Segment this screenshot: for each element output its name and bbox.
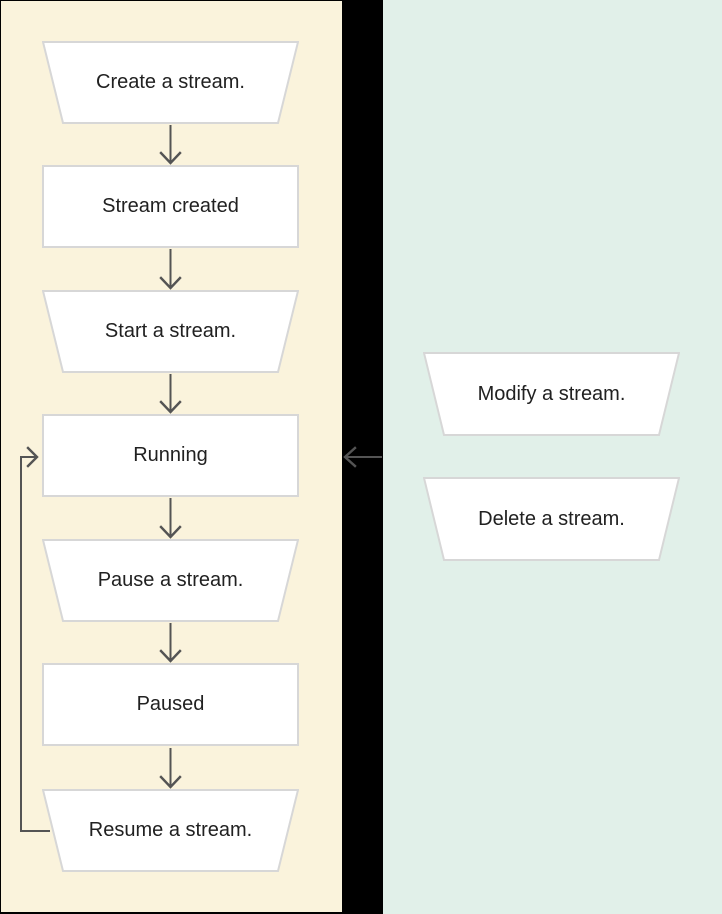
node-stream-created: Stream created bbox=[42, 165, 299, 248]
trapezoid-shape bbox=[423, 352, 680, 436]
node-label: Resume a stream. bbox=[88, 819, 253, 841]
node-delete-a-stream: Delete a stream. bbox=[423, 477, 680, 561]
node-running: Running bbox=[42, 414, 299, 497]
node-label: Create a stream. bbox=[96, 71, 245, 93]
arrow-left-to-running bbox=[343, 446, 382, 468]
node-label: Start a stream. bbox=[104, 320, 237, 342]
node-start-a-stream: Start a stream. bbox=[42, 290, 299, 373]
trapezoid-shape bbox=[42, 41, 299, 124]
node-label: Paused bbox=[136, 693, 205, 715]
management-panel bbox=[383, 0, 722, 914]
node-label: Modify a stream. bbox=[477, 382, 626, 405]
node-modify-a-stream: Modify a stream. bbox=[423, 352, 680, 436]
trapezoid-shape bbox=[42, 539, 299, 622]
node-paused: Paused bbox=[42, 663, 299, 746]
trapezoid-shape bbox=[42, 789, 299, 872]
node-resume-a-stream: Resume a stream. bbox=[42, 789, 299, 872]
node-label: Delete a stream. bbox=[478, 507, 625, 530]
node-pause-a-stream: Pause a stream. bbox=[42, 539, 299, 622]
trapezoid-shape bbox=[42, 290, 299, 373]
node-label: Stream created bbox=[102, 195, 239, 217]
node-create-a-stream: Create a stream. bbox=[42, 41, 299, 124]
node-label: Pause a stream. bbox=[97, 569, 244, 591]
trapezoid-shape bbox=[423, 477, 680, 561]
node-label: Running bbox=[133, 444, 208, 466]
